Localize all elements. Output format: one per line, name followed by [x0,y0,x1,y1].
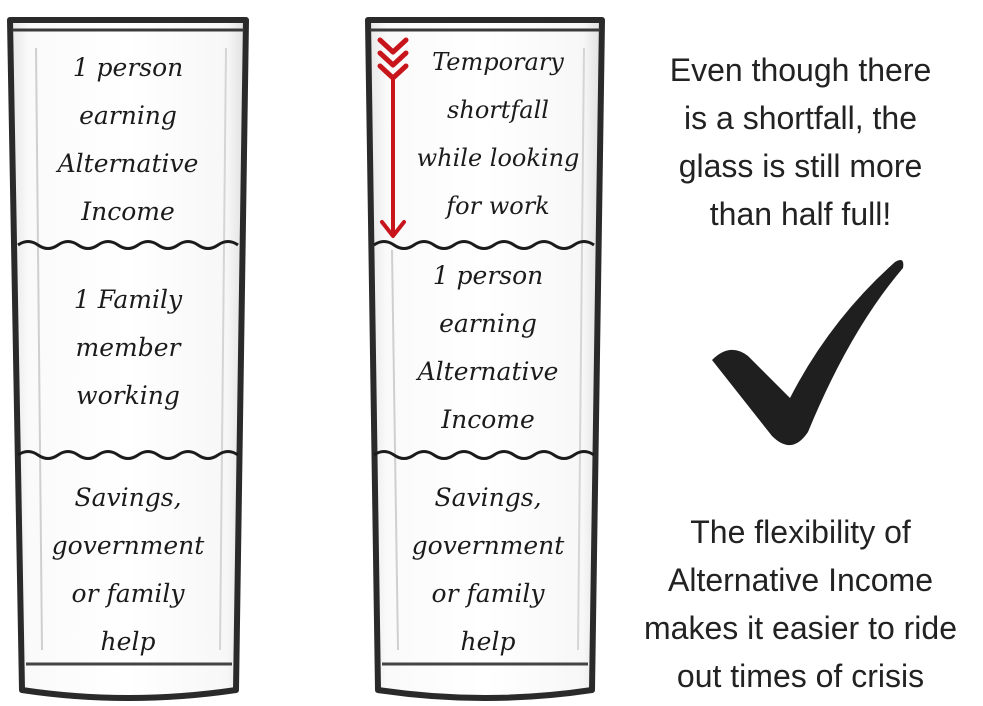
right-middle-line-4: Income [441,405,535,434]
checkmark-icon [712,260,904,446]
right-middle-line-2: earning [439,309,537,338]
right-glass-outline [365,17,605,701]
left-wavy-divider-bottom [17,450,239,460]
left-middle-line-2: member [75,333,181,362]
left-middle-line-1: 1 Family [73,285,183,314]
right-bottom-line-3: or family [431,579,545,608]
right-glass-bottom-label: Savings, government or family help [380,474,596,666]
right-top-line-3: while looking [416,144,580,172]
message-top: Even though there is a shortfall, the gl… [618,46,983,238]
right-bottom-line-4: help [460,627,516,656]
right-wavy-divider-top [373,240,595,250]
message-top-line-1: Even though there [669,52,932,88]
left-middle-line-3: working [76,381,180,410]
left-bottom-line-4: help [100,627,156,656]
right-wavy-divider-bottom [373,450,595,460]
message-bottom-line-1: The flexibility of [690,514,911,550]
left-top-line-1: 1 person [72,53,184,82]
right-bottom-line-2: government [411,531,565,560]
message-top-line-3: glass is still more [678,148,923,184]
message-bottom: The flexibility of Alternative Income ma… [618,508,983,700]
right-top-line-4: for work [446,192,550,220]
message-bottom-line-4: out times of crisis [676,658,925,694]
right-top-line-1: Temporary [432,48,564,76]
right-middle-line-1: 1 person [432,261,544,290]
left-glass-highlight-right [219,47,227,651]
right-bottom-line-1: Savings, [434,483,542,512]
right-glass-highlight [391,249,399,651]
down-arrow-icon [377,37,409,238]
left-bottom-line-1: Savings, [74,483,182,512]
right-middle-line-3: Alternative [417,357,559,386]
left-bottom-line-3: or family [71,579,185,608]
right-glass-highlight-right [577,47,585,651]
right-top-line-2: shortfall [447,96,549,124]
left-wavy-divider-top [17,240,239,250]
left-top-line-3: Alternative [57,149,199,178]
left-glass-outline [7,17,249,701]
right-glass-middle-label: 1 person earning Alternative Income [380,252,596,444]
left-glass [7,17,249,701]
left-glass-bottom-label: Savings, government or family help [22,474,234,666]
left-top-line-4: Income [81,197,175,226]
left-glass-middle-label: 1 Family member working [22,276,234,420]
message-bottom-line-2: Alternative Income [667,562,933,598]
right-glass [365,17,605,701]
message-top-line-2: is a shortfall, the [684,100,917,136]
right-glass-top-label: Temporary shortfall while looking for wo… [400,38,596,230]
left-glass-top-label: 1 person earning Alternative Income [22,44,234,236]
left-top-line-2: earning [79,101,177,130]
message-top-line-4: than half full! [709,196,892,232]
left-bottom-line-2: government [51,531,205,560]
message-bottom-line-3: makes it easier to ride [643,610,957,646]
left-glass-highlight [35,47,43,651]
